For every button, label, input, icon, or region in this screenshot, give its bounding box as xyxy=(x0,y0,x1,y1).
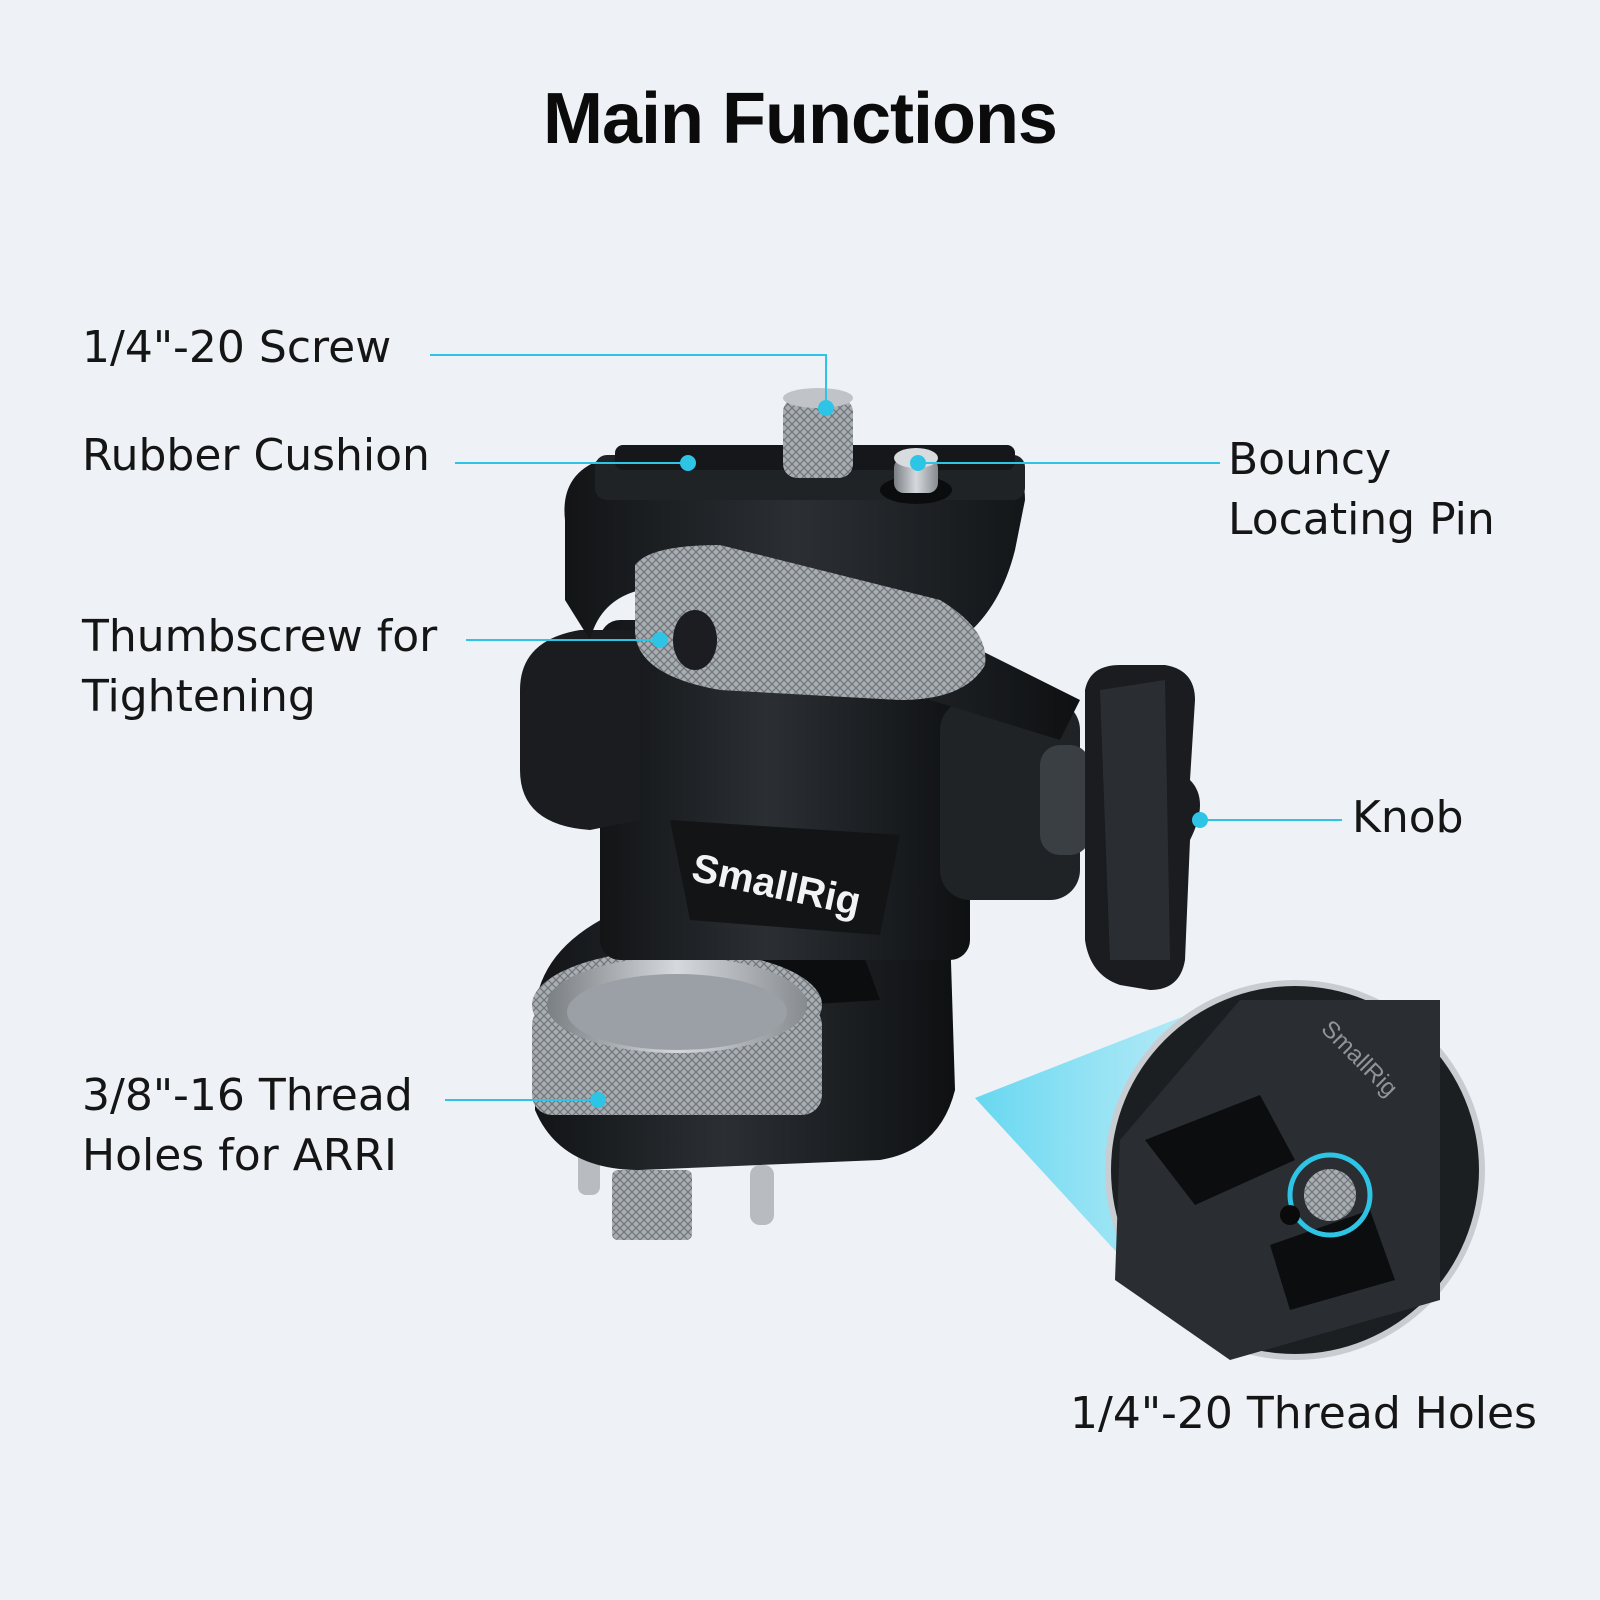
label-knob: Knob xyxy=(1352,788,1464,848)
label-arri-line1: 3/8"-16 Thread xyxy=(82,1070,413,1121)
arri-dot xyxy=(590,1092,606,1108)
label-locating-pin: Bouncy Locating Pin xyxy=(1228,430,1495,550)
top-screw xyxy=(783,388,853,478)
label-holes-text: 1/4"-20 Thread Holes xyxy=(1070,1388,1537,1439)
label-thumb-line1: Thumbscrew for xyxy=(82,611,438,662)
main-body: SmallRig xyxy=(520,620,1090,960)
label-screw: 1/4"-20 Screw xyxy=(82,318,391,378)
label-rubber-cushion: Rubber Cushion xyxy=(82,426,430,486)
thumb-dot xyxy=(652,632,668,648)
label-rubber-text: Rubber Cushion xyxy=(82,430,430,481)
bottom-screws xyxy=(578,1150,774,1240)
pin-dot xyxy=(910,455,926,471)
knob-dot xyxy=(1192,812,1208,828)
label-thread-holes: 1/4"-20 Thread Holes xyxy=(1070,1384,1537,1444)
page-title: Main Functions xyxy=(543,79,1058,159)
label-arri-line2: Holes for ARRI xyxy=(82,1130,397,1181)
label-knob-text: Knob xyxy=(1352,792,1464,843)
label-arri-holes: 3/8"-16 Thread Holes for ARRI xyxy=(82,1066,413,1186)
leader-lines xyxy=(430,354,1342,1101)
locating-pin xyxy=(880,448,952,504)
arri-thread-knob xyxy=(532,950,822,1115)
zoom-inset: SmallRig xyxy=(1105,980,1485,1360)
leader-dots xyxy=(590,400,1208,1108)
screw-leader xyxy=(430,354,827,408)
knob xyxy=(1085,665,1200,990)
label-thumbscrew: Thumbscrew for Tightening xyxy=(82,607,437,727)
label-pin-line1: Bouncy xyxy=(1228,434,1392,485)
thumbscrew xyxy=(635,545,986,700)
label-pin-line2: Locating Pin xyxy=(1228,494,1495,545)
label-thumb-line2: Tightening xyxy=(82,671,316,722)
rubber-dot xyxy=(680,455,696,471)
label-screw-text: 1/4"-20 Screw xyxy=(82,322,392,373)
screw-dot xyxy=(818,400,834,416)
